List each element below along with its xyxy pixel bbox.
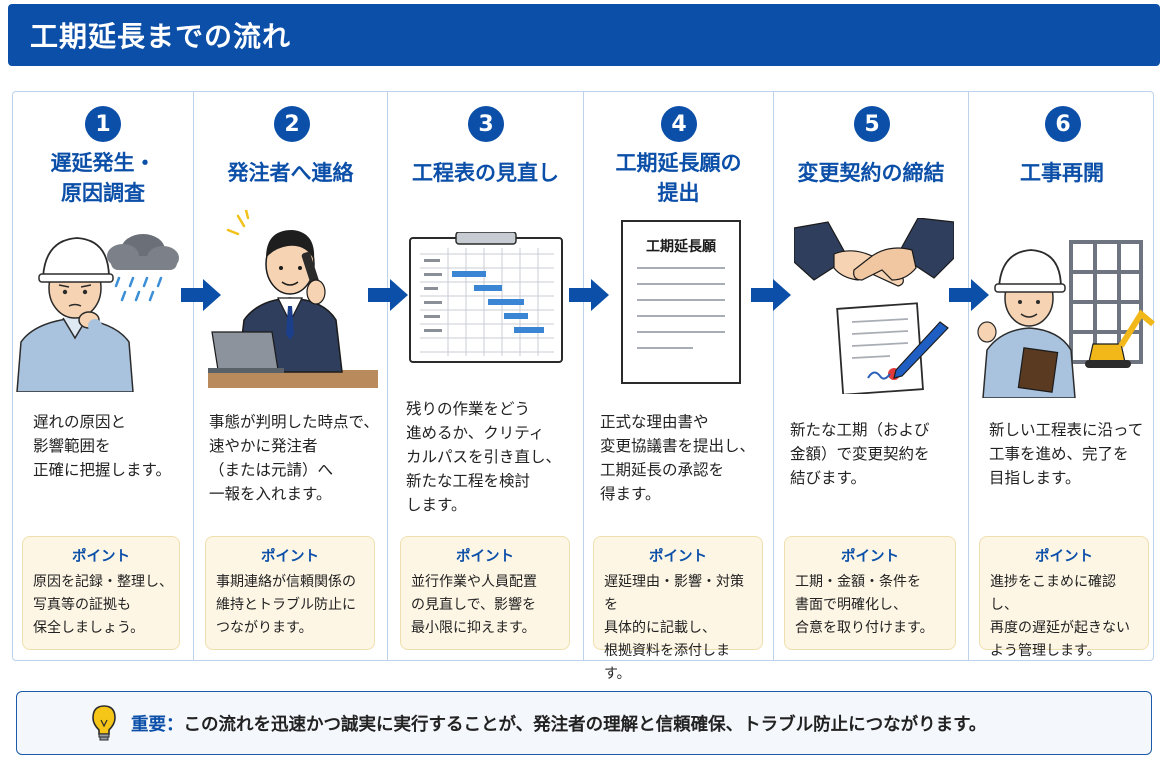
arrow-right-icon: [569, 279, 609, 311]
step-description: 新しい工程表に沿って 工事を進め、完了を 目指します。: [989, 421, 1144, 487]
point-label: ポイント: [841, 549, 899, 565]
point-box: ポイント 原因を記録・整理し、 写真等の証拠も 保全しましょう。: [22, 536, 180, 650]
step-2: 2 発注者へ連絡 事態が判明した時点で、 速やかに発注者 （または: [194, 92, 387, 660]
step-divider: [583, 92, 584, 660]
step-title: 工事再開: [1020, 161, 1104, 185]
header-banner: 工期延長までの流れ: [8, 4, 1160, 66]
point-box: ポイント 並行作業や人員配置 の見直しで、影響を 最小限に抑えます。: [400, 536, 570, 650]
step-description: 残りの作業をどう 進めるか、クリティ カルパスを引き直し、 新たな工程を検討 し…: [406, 400, 562, 514]
arrow-right-icon: [949, 279, 989, 311]
point-box: ポイント 進捗をこまめに確認し、 再度の遅延が起きない よう管理します。: [979, 536, 1149, 659]
page-title: 工期延長までの流れ: [30, 20, 292, 53]
step-5: 5 変更契約の締結 新たな工期（および 金額）で変更契約を 結びます。 ポイント…: [774, 92, 968, 660]
arrow-right-icon: [181, 279, 221, 311]
point-label: ポイント: [1035, 549, 1093, 565]
document-title: 工期延長願: [646, 239, 716, 255]
construction-worker-icon: [977, 240, 1155, 398]
step-divider: [968, 92, 969, 660]
step-title: 遅延発生・ 原因調査: [50, 151, 156, 205]
step-number: 4: [661, 106, 697, 142]
step-description: 新たな工期（および 金額）で変更契約を 結びます。: [790, 421, 930, 487]
point-label: ポイント: [456, 549, 514, 565]
point-text: 工期・金額・条件を 書面で明確化し、 合意を取り付けます。: [795, 574, 934, 636]
point-text: 遅延理由・影響・対策を 具体的に記載し、 根拠資料を添付します。: [604, 574, 744, 682]
step-description: 事態が判明した時点で、 速やかに発注者 （または元請）へ 一報を入れます。: [209, 413, 379, 503]
point-text: 原因を記録・整理し、 写真等の証拠も 保全しましょう。: [33, 574, 173, 636]
point-label: ポイント: [261, 549, 319, 565]
document-lines: [637, 267, 725, 349]
step-description: 正式な理由書や 変更協議書を提出し、 工期延長の承認を 得ます。: [600, 413, 756, 503]
step-title: 変更契約の締結: [797, 161, 945, 185]
point-label: ポイント: [72, 549, 130, 565]
step-4: 4 工期延長願の 提出 工期延長願 正式な理由書や 変更協議書を提出し、 工期延…: [584, 92, 773, 682]
businessman-phone-icon: [208, 210, 378, 388]
lightbulb-icon: [92, 705, 116, 741]
point-text: 並行作業や人員配置 の見直しで、影響を 最小限に抑えます。: [411, 574, 537, 636]
point-text: 事期連絡が信頼関係の 維持とトラブル防止に つながります。: [216, 574, 356, 636]
note-text: この流れを迅速かつ誠実に実行することが、発注者の理解と信頼確保、トラブル防止につ…: [183, 714, 987, 735]
step-number: 6: [1045, 106, 1081, 142]
step-3: 3 工程表の見直し: [388, 92, 583, 660]
excavator-icon: [1085, 309, 1155, 368]
arrow-right-icon: [751, 279, 791, 311]
step-6: 6 工事再開: [969, 92, 1155, 660]
step-description: 遅れの原因と 影響範囲を 正確に把握します。: [33, 413, 171, 479]
step-title: 工期延長願の 提出: [615, 151, 742, 205]
step-divider: [193, 92, 194, 660]
point-box: ポイント 事期連絡が信頼関係の 維持とトラブル防止に つながります。: [205, 536, 375, 650]
note-label: 重要：: [131, 714, 184, 735]
step-1: 1 遅延発生・ 原因調査: [13, 92, 193, 660]
point-box: ポイント 遅延理由・影響・対策を 具体的に記載し、 根拠資料を添付します。: [593, 536, 763, 682]
step-number: 3: [468, 106, 504, 142]
step-divider: [773, 92, 774, 660]
flow-panel: 1 遅延発生・ 原因調査: [12, 91, 1155, 682]
step-divider: [387, 92, 388, 660]
rain-cloud-icon: [107, 234, 179, 302]
arrow-right-icon: [368, 279, 408, 311]
point-label: ポイント: [649, 549, 707, 565]
step-number: 5: [854, 106, 890, 142]
important-note: 重要：この流れを迅速かつ誠実に実行することが、発注者の理解と信頼確保、トラブル防…: [16, 691, 1152, 755]
note-text-line: 重要：この流れを迅速かつ誠実に実行することが、発注者の理解と信頼確保、トラブル防…: [87, 711, 986, 736]
handshake-icon: [794, 218, 954, 394]
document-icon: 工期延長願: [621, 220, 741, 384]
point-text: 進捗をこまめに確認し、 再度の遅延が起きない よう管理します。: [990, 574, 1130, 659]
worker-thinking-icon: [16, 234, 179, 392]
step-title: 発注者へ連絡: [227, 161, 354, 185]
point-box: ポイント 工期・金額・条件を 書面で明確化し、 合意を取り付けます。: [784, 536, 956, 650]
step-number: 1: [85, 106, 121, 142]
step-title: 工程表の見直し: [412, 161, 559, 185]
step-number: 2: [274, 106, 310, 142]
gantt-chart-icon: [409, 232, 563, 363]
